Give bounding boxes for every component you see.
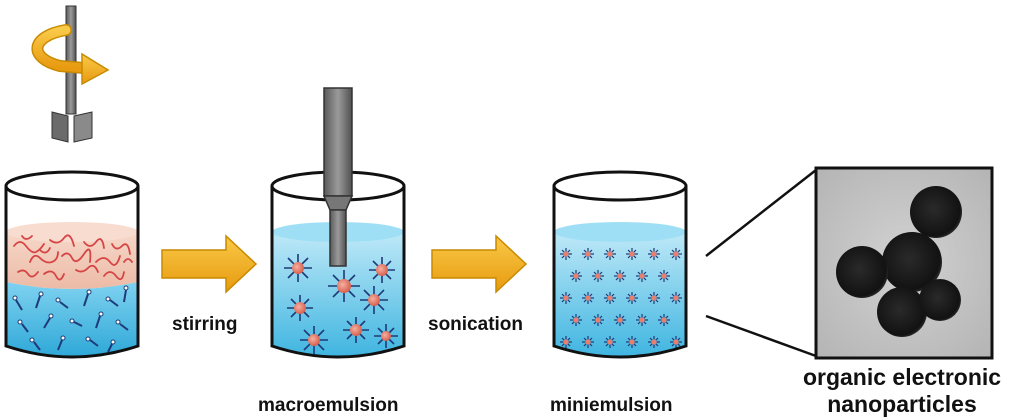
mini-droplet	[658, 314, 670, 326]
mini-droplet	[560, 248, 572, 260]
mini-droplet	[636, 270, 648, 282]
zoom-line-bottom	[705, 314, 817, 358]
zoom-line-top	[705, 169, 817, 257]
mini-droplet	[560, 292, 572, 304]
mini-droplet	[604, 336, 616, 348]
water-phase	[272, 232, 404, 357]
mini-droplet	[658, 270, 670, 282]
water-phase	[554, 232, 686, 357]
beaker-icon	[552, 186, 688, 359]
mini-droplet	[582, 248, 594, 260]
mini-droplet	[670, 248, 682, 260]
process-arrow-stirring	[161, 234, 258, 294]
mini-droplet	[670, 292, 682, 304]
mini-droplet	[614, 314, 626, 326]
mini-droplet	[636, 314, 648, 326]
mini-droplet	[560, 336, 572, 348]
label-result-line2: nanoparticles	[827, 391, 977, 417]
label-miniemulsion: miniemulsion	[550, 395, 673, 416]
mini-droplet	[648, 248, 660, 260]
mini-droplet	[648, 292, 660, 304]
macro-droplets	[284, 254, 398, 354]
mini-droplet	[626, 248, 638, 260]
beaker-2-macroemulsion	[270, 170, 406, 359]
mini-droplet	[570, 314, 582, 326]
tem-image	[814, 166, 994, 360]
label-macroemulsion: macroemulsion	[258, 395, 399, 416]
beaker-rim	[4, 170, 140, 202]
mini-droplet	[570, 270, 582, 282]
beaker-icon	[270, 186, 406, 359]
sonotrode-icon	[322, 87, 354, 267]
mini-droplet	[582, 292, 594, 304]
label-sonication: sonication	[428, 314, 524, 335]
beaker-icon	[4, 186, 140, 359]
label-nanoparticles: organic electronic nanoparticles	[780, 364, 1024, 418]
mini-droplet	[614, 270, 626, 282]
mini-droplet	[670, 336, 682, 348]
polymer-chains	[13, 234, 133, 281]
mini-droplet	[626, 336, 638, 348]
mini-droplet	[604, 292, 616, 304]
stirrer-icon	[51, 5, 93, 143]
mini-droplet	[604, 248, 616, 260]
mini-droplets	[560, 248, 682, 348]
process-arrow-sonication	[431, 234, 528, 294]
beaker-rim	[552, 170, 688, 202]
beaker-3-miniemulsion	[552, 170, 688, 359]
mini-droplet	[582, 336, 594, 348]
label-stirring: stirring	[172, 314, 238, 335]
mini-droplet	[626, 292, 638, 304]
mini-droplet	[592, 270, 604, 282]
nanoparticles	[836, 186, 962, 337]
label-result-line1: organic electronic	[802, 364, 1002, 390]
mini-droplet	[592, 314, 604, 326]
surfactant-molecules	[12, 285, 129, 353]
mini-droplet	[648, 336, 660, 348]
beaker-1-initial	[4, 170, 140, 359]
rotation-arrow-icon	[31, 24, 110, 86]
